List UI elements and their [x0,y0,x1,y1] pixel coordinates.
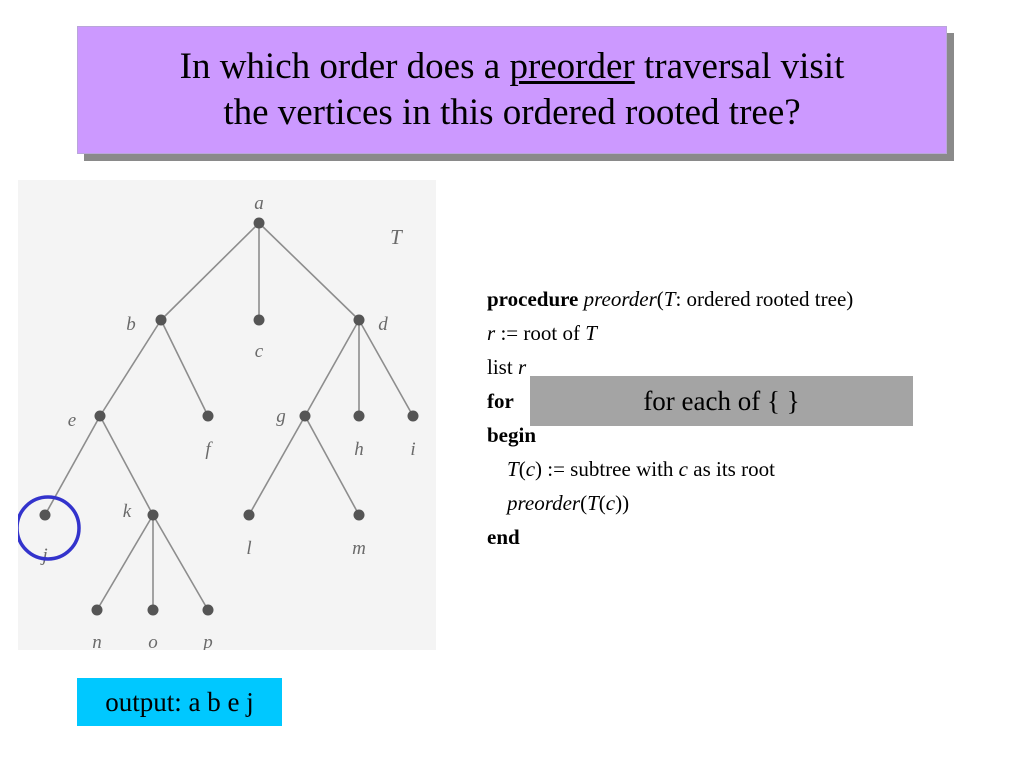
tree-node-label-p: p [201,632,213,650]
tree-node-label-m: m [352,538,366,559]
tree-node-o [147,604,159,616]
tree-node-label-e: e [68,410,76,431]
tree-node-label-d: d [378,314,388,335]
tree-node-label-a: a [254,193,264,214]
tree-node-label-k: k [123,501,132,522]
tree-node-m [353,509,365,521]
code-line-root: r := root of T [487,321,597,345]
tree-node-label-f: f [205,439,213,460]
tree-edge-e-k [99,415,154,516]
tree-node-g [299,410,311,422]
tree-edge-b-e [99,319,162,417]
title-line-2: the vertices in this ordered rooted tree… [223,92,801,133]
code-line-begin: begin [487,423,537,447]
highlight-ring-node-j [18,495,81,561]
tree-node-label-c: c [255,341,264,362]
code-line-end: end [487,525,520,549]
tree-node-label-j: j [39,545,47,566]
tree-figure: a b c d e f g h i j k l m n o p T [18,180,436,650]
tree-node-i [407,410,419,422]
tree-edge-d-i [358,319,414,417]
tree-node-h [353,410,365,422]
tree-edge-a-b [160,222,260,321]
tree-node-label-o: o [148,632,158,650]
for-each-overlay: for each of { } [530,376,913,426]
tree-edge-g-m [304,415,360,516]
tree-node-a [253,217,265,229]
tree-node-label-b: b [126,314,136,335]
preorder-pseudocode: procedure preorder(T: ordered rooted tre… [487,282,853,554]
tree-node-j [39,509,51,521]
tree-node-label-g: g [276,406,286,427]
tree-node-label-l: l [246,538,251,559]
tree-node-l [243,509,255,521]
tree-node-label-h: h [354,439,364,460]
code-line-subtree: T(c) := subtree with c as its root [507,457,775,481]
tree-name-label: T [390,225,403,249]
title-emphasis-preorder: preorder [509,46,635,87]
tree-node-p [202,604,214,616]
tree-edge-a-d [258,222,360,321]
tree-node-label-i: i [410,439,415,460]
title-line-1: In which order does a preorder traversal… [179,46,845,87]
slide-title: In which order does a preorder traversal… [77,26,947,154]
tree-node-n [91,604,103,616]
ordered-rooted-tree: a b c d e f g h i j k l m n o p T [18,193,419,650]
output-box: output: a b e j [77,678,282,726]
tree-node-d [353,314,365,326]
tree-node-e [94,410,106,422]
tree-node-f [202,410,214,422]
tree-edge-k-n [96,514,154,611]
tree-node-label-n: n [92,632,102,650]
tree-edge-b-f [160,319,209,417]
tree-edge-k-p [152,514,209,611]
code-line-for: for [487,389,514,413]
tree-node-c [253,314,265,326]
tree-edge-g-l [248,415,306,516]
tree-edge-d-g [304,319,360,417]
code-line-recursive-call: preorder(T(c)) [507,491,630,515]
code-line-list: list r [487,355,527,379]
tree-node-b [155,314,167,326]
tree-node-k [147,509,159,521]
code-line-procedure: procedure preorder(T: ordered rooted tre… [487,287,854,311]
